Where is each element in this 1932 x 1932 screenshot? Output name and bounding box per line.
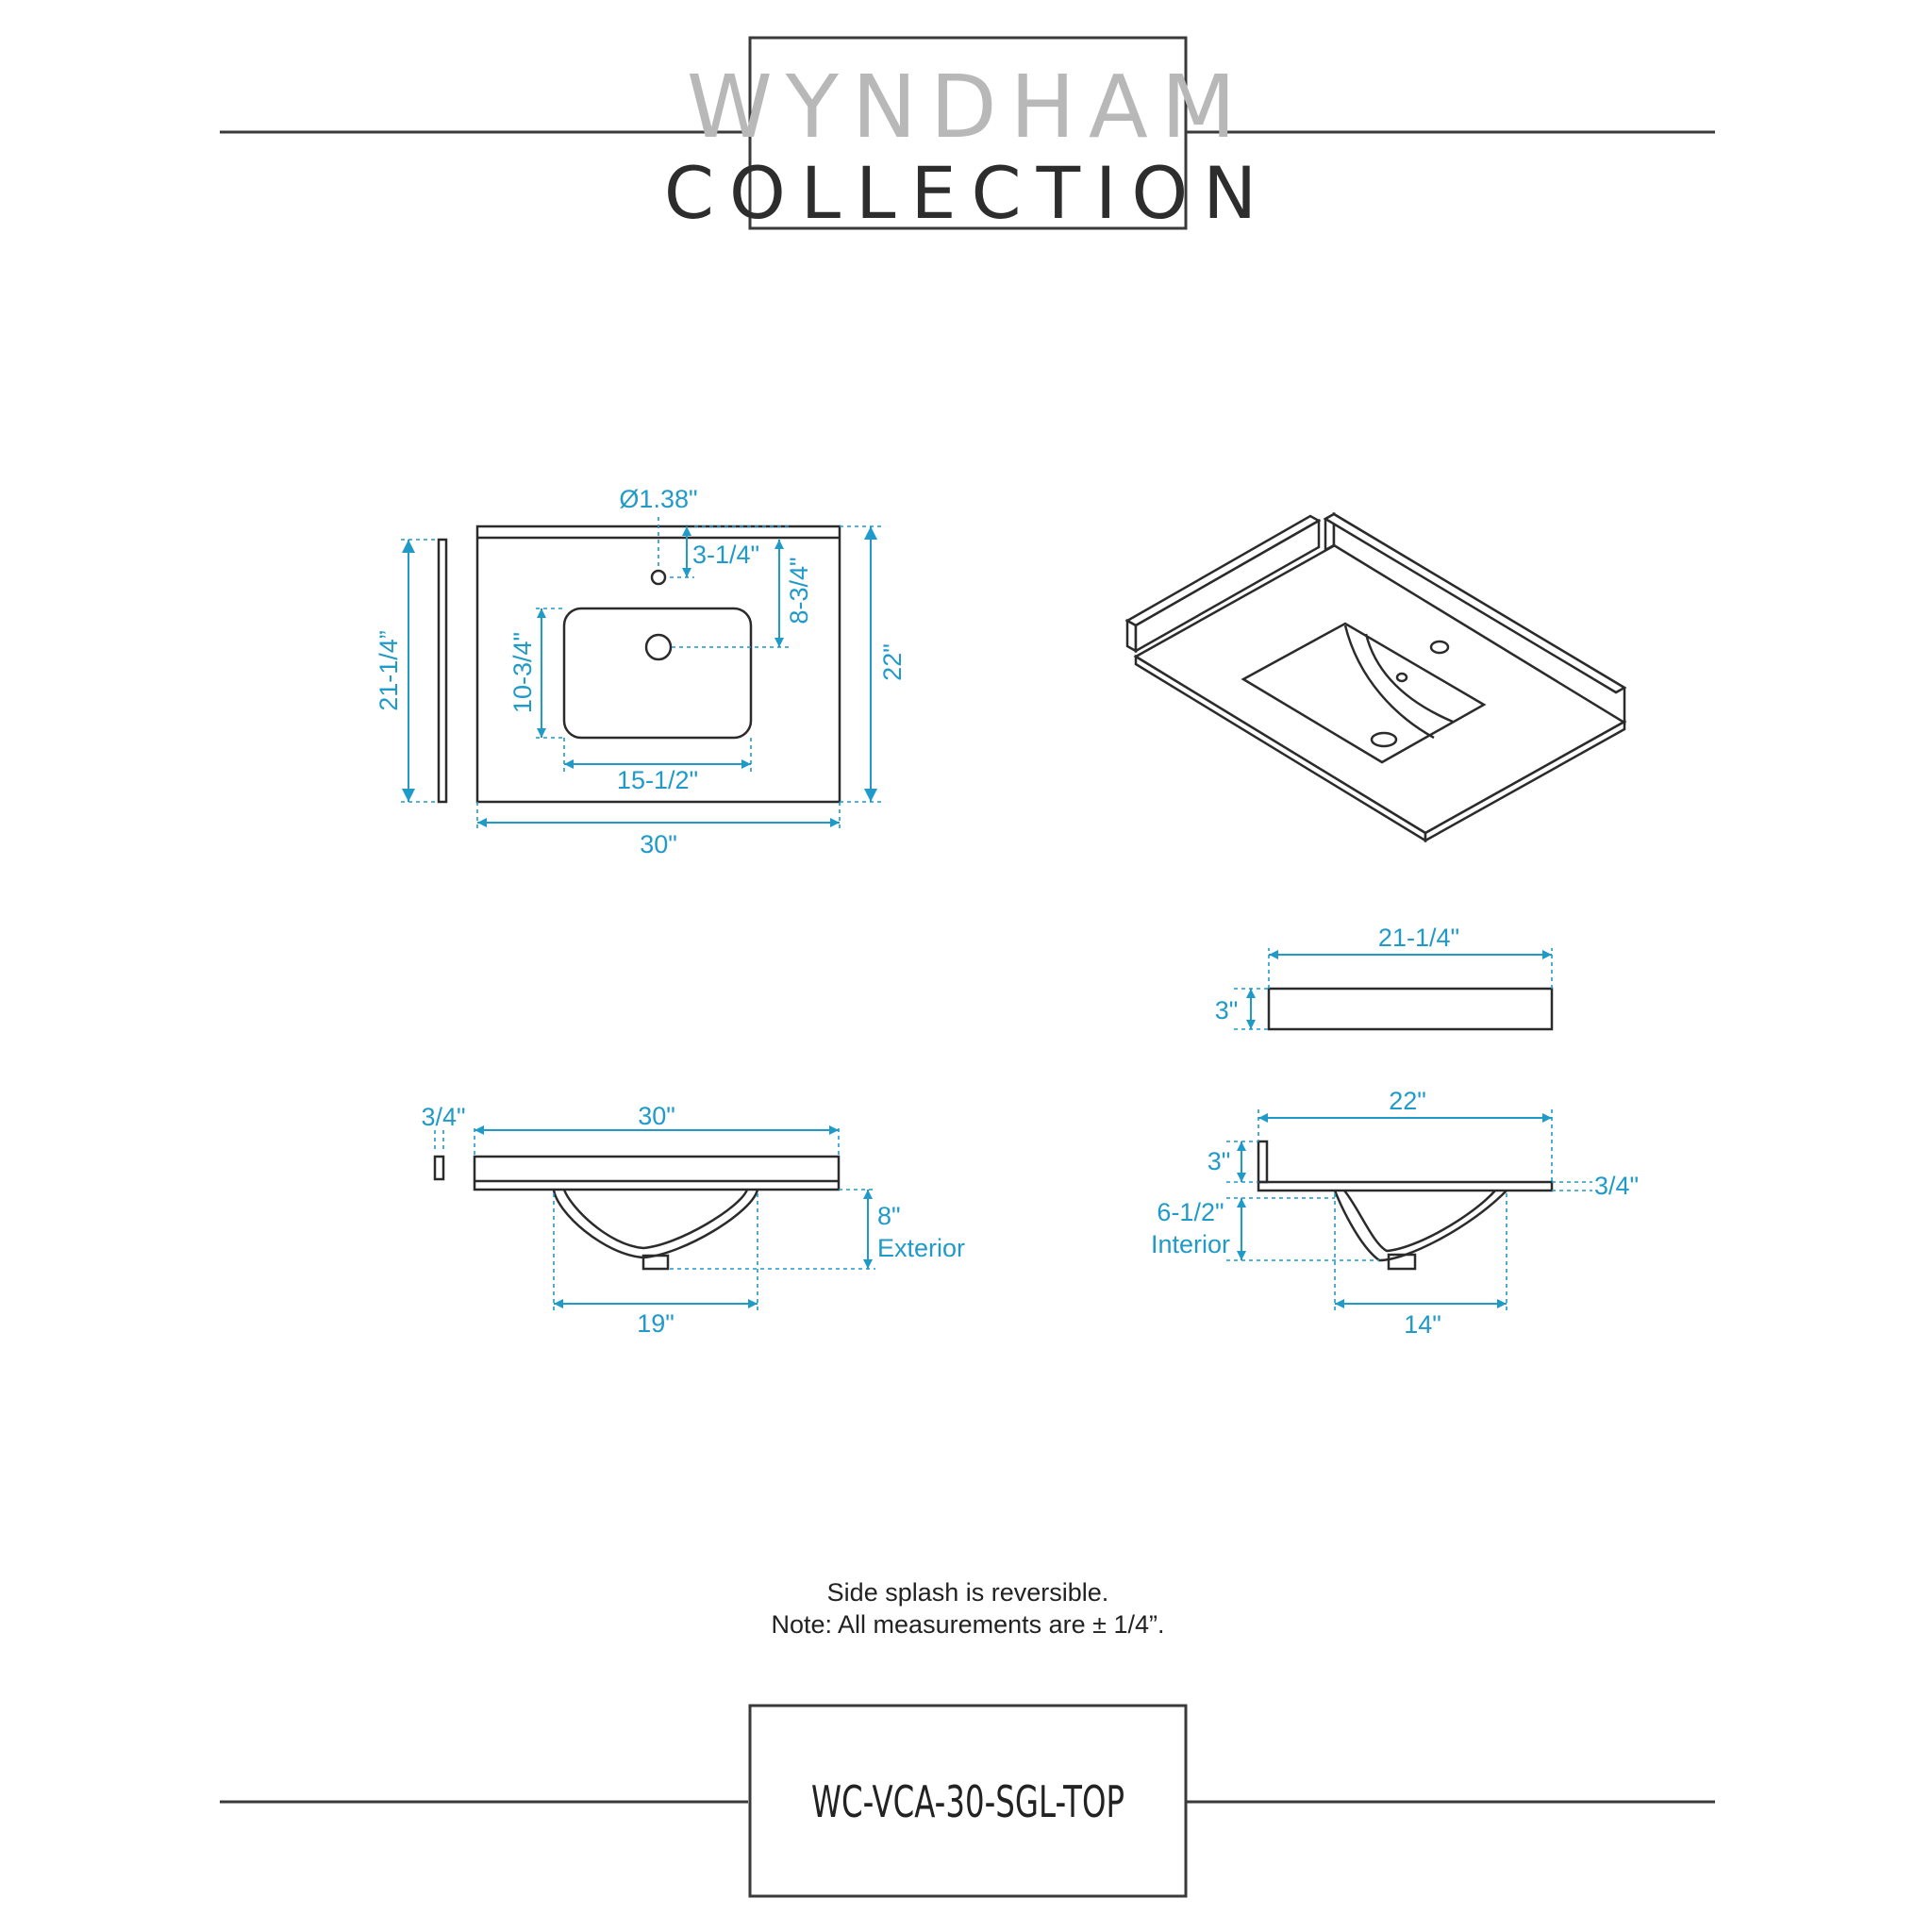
iso-drain bbox=[1370, 731, 1398, 748]
side-splash-outline bbox=[437, 538, 448, 804]
side-bowl-width-label: 14" bbox=[1404, 1310, 1441, 1339]
drain-hole bbox=[644, 633, 673, 661]
note-line-2: Note: All measurements are ± 1/4”. bbox=[772, 1610, 1165, 1639]
front-exterior-depth-value: 8" bbox=[877, 1202, 901, 1230]
front-width-label: 30" bbox=[638, 1102, 675, 1130]
front-exterior-depth-label: Exterior bbox=[877, 1234, 965, 1262]
top-depth-label: 22" bbox=[878, 643, 907, 681]
side-depth-label: 22" bbox=[1389, 1087, 1426, 1115]
front-countertop-profile bbox=[473, 1155, 841, 1191]
model-number-box bbox=[748, 1704, 1188, 1898]
hole-from-back-label: 3-1/4" bbox=[692, 541, 759, 569]
basin-width-label: 15-1/2" bbox=[617, 766, 698, 794]
brand-logo-box bbox=[748, 36, 1188, 230]
iso-basin-rim bbox=[1241, 622, 1487, 764]
side-splash-height-label: 3" bbox=[1215, 996, 1239, 1024]
note-line-1: Side splash is reversible. bbox=[827, 1578, 1109, 1607]
side-bowl-profile bbox=[1333, 1190, 1507, 1262]
front-view-drawing: 3/4" 30" 8" Exterior 19" bbox=[421, 1102, 965, 1338]
top-width-label: 30" bbox=[640, 830, 677, 858]
side-splash-profile bbox=[1267, 987, 1554, 1031]
front-splash-thickness-label: 3/4" bbox=[421, 1103, 465, 1131]
isometric-view-drawing bbox=[1124, 511, 1627, 843]
side-countertop-profile bbox=[1257, 1180, 1554, 1192]
front-bowl-profile bbox=[552, 1189, 759, 1259]
side-splash-height-label-2: 3" bbox=[1208, 1147, 1231, 1175]
side-splash-length-label-2: 21-1/4" bbox=[1378, 924, 1459, 952]
brand-name-line2: COLLECTION bbox=[664, 151, 1272, 235]
drain-from-back-label: 8-3/4" bbox=[785, 557, 813, 624]
front-splash-edge bbox=[433, 1155, 445, 1181]
faucet-hole bbox=[650, 569, 667, 586]
iso-overflow bbox=[1395, 672, 1408, 683]
side-top-thickness-label: 3/4" bbox=[1594, 1172, 1639, 1200]
notes: Side splash is reversible. Note: All mea… bbox=[772, 1578, 1165, 1639]
basin-outline bbox=[562, 607, 753, 740]
side-interior-depth-value: 6-1/2" bbox=[1157, 1198, 1224, 1226]
iso-faucet-hole bbox=[1429, 640, 1450, 655]
basin-depth-label: 10-3/4" bbox=[508, 632, 537, 713]
side-splash-upright bbox=[1257, 1140, 1269, 1184]
front-drain-stub bbox=[641, 1254, 670, 1271]
top-view-drawing: Ø1.38" 3-1/4" 8-3/4" 10-3/4" 15-1/2" 30"… bbox=[375, 485, 907, 858]
side-view-drawing: 22" 3" 3/4" 6-1/2" Interior 14" bbox=[1151, 1087, 1639, 1339]
iso-slab-front-right bbox=[1424, 719, 1626, 843]
brand-name-line1: WYNDHAM bbox=[687, 57, 1249, 158]
side-splash-length-label: 21-1/4” bbox=[375, 630, 403, 711]
brand-header: WYNDHAM COLLECTION bbox=[220, 36, 1715, 235]
front-bowl-width-label: 19" bbox=[637, 1309, 675, 1338]
side-interior-depth-label: Interior bbox=[1151, 1230, 1230, 1258]
model-footer: WC-VCA-30-SGL-TOP bbox=[220, 1704, 1715, 1898]
faucet-hole-diameter-label: Ø1.38" bbox=[619, 485, 697, 513]
model-number: WC-VCA-30-SGL-TOP bbox=[811, 1776, 1124, 1827]
side-drain-stub bbox=[1387, 1253, 1417, 1271]
side-splash-view-drawing: 21-1/4" 3" bbox=[1215, 924, 1554, 1031]
